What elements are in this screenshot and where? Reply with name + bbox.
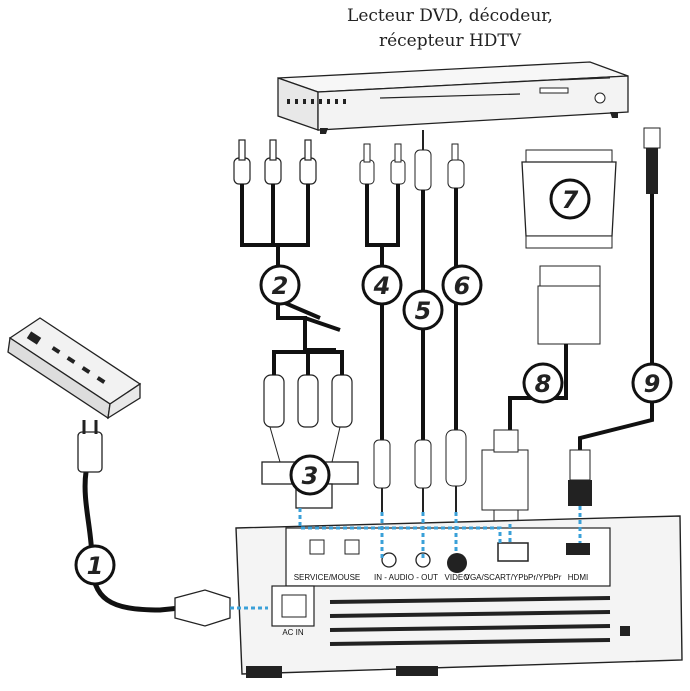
callout-4: 4 bbox=[361, 264, 403, 306]
callout-9-label: 9 bbox=[644, 370, 661, 398]
callout-2-label: 2 bbox=[272, 272, 289, 300]
callout-5-label: 5 bbox=[415, 297, 432, 325]
component-cable-bottom-plugs bbox=[263, 374, 353, 428]
callout-1: 1 bbox=[74, 544, 116, 586]
callout-7-label: 7 bbox=[562, 186, 579, 214]
callout-8: 8 bbox=[522, 362, 564, 404]
callout-3: 3 bbox=[289, 454, 331, 496]
port-label-hdmi: HDMI bbox=[568, 573, 588, 582]
projector bbox=[235, 515, 683, 678]
callout-3-label: 3 bbox=[302, 462, 319, 490]
caption-line-2: récepteur HDTV bbox=[378, 31, 522, 51]
callout-7: 7 bbox=[549, 178, 591, 220]
callout-5: 5 bbox=[402, 289, 444, 331]
callout-8-label: 8 bbox=[535, 370, 552, 398]
port-label-vga: VGA/SCART/YPbPr/YPbPr bbox=[465, 573, 562, 582]
port-label-service: SERVICE/MOUSE bbox=[294, 573, 361, 582]
callout-1-label: 1 bbox=[87, 552, 104, 580]
connection-guides bbox=[230, 506, 582, 610]
power-cable bbox=[77, 420, 231, 627]
port-label-video: VIDEO bbox=[445, 573, 470, 582]
source-device-caption: Lecteur DVD, décodeur, récepteur HDTV bbox=[300, 4, 600, 54]
callout-6-label: 6 bbox=[454, 272, 471, 300]
audio-rca-cable bbox=[359, 143, 406, 512]
port-label-ac: AC IN bbox=[282, 628, 304, 637]
vga-cable-plug bbox=[481, 429, 529, 525]
callout-9: 9 bbox=[631, 362, 673, 404]
video-cable bbox=[445, 143, 467, 512]
callout-2: 2 bbox=[259, 264, 301, 306]
callout-6: 6 bbox=[441, 264, 483, 306]
component-cable bbox=[240, 184, 341, 352]
caption-line-1: Lecteur DVD, décodeur, bbox=[347, 6, 553, 26]
power-strip bbox=[7, 317, 142, 420]
callout-4-label: 4 bbox=[373, 272, 391, 300]
hdmi-cable bbox=[568, 127, 661, 506]
component-cable-top-plugs bbox=[233, 139, 317, 185]
dvd-player bbox=[277, 61, 629, 134]
port-label-audio: IN - AUDIO - OUT bbox=[374, 573, 438, 582]
